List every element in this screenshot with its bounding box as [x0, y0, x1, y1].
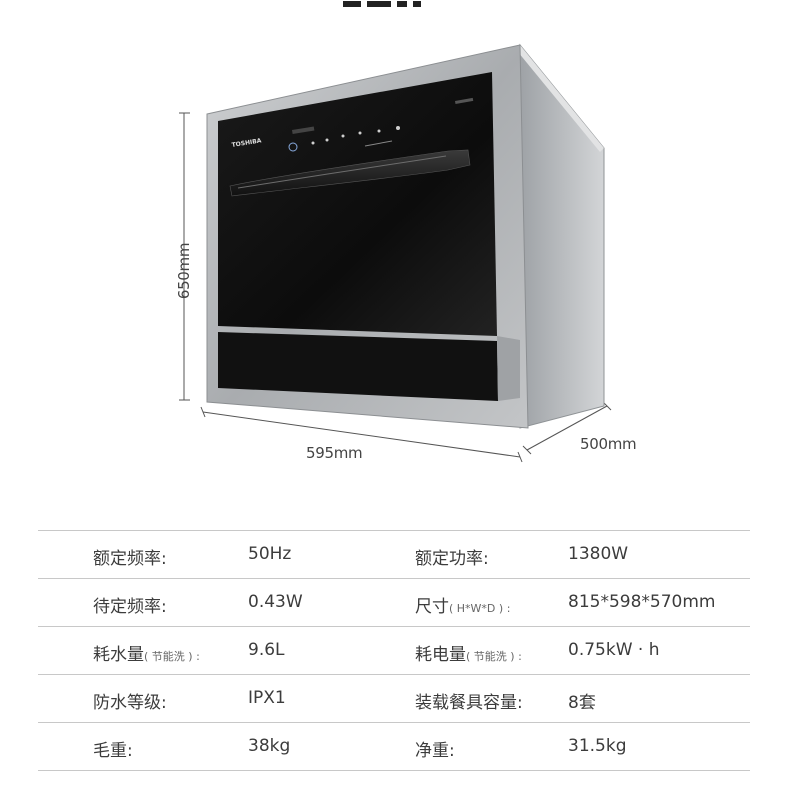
power-button-icon [288, 142, 298, 152]
model-label-icon [455, 97, 474, 104]
spec-row-consumption: 耗水量( 节能洗 ) : 9.6L 耗电量( 节能洗 ) : 0.75kW · … [38, 627, 750, 675]
spec-value: 1380W [568, 544, 629, 564]
spec-label-note: ( H*W*D ) : [449, 602, 511, 615]
spec-label: 待定频率: [93, 597, 167, 617]
spec-row-weight: 毛重: 38kg 净重: 31.5kg [38, 723, 750, 771]
spec-label-group: 尺寸( H*W*D ) : [415, 592, 510, 617]
depth-label: 500mm [580, 435, 637, 453]
indicator-dot-5 [377, 129, 381, 133]
control-underline [364, 140, 393, 147]
indicator-dot-2 [325, 138, 329, 142]
spec-label: 毛重: [93, 741, 133, 761]
width-dimension-line [200, 406, 523, 463]
spec-value: 9.6L [248, 640, 285, 660]
door-glass-lower [218, 332, 498, 401]
indicator-dot-4 [358, 131, 362, 135]
dishwasher-illustration: TOSHIBA [179, 43, 612, 463]
spec-value: 50Hz [248, 544, 292, 564]
height-label: 650mm [175, 242, 194, 300]
spec-row-standby: 待定频率: 0.43W 尺寸( H*W*D ) : 815*598*570mm [38, 579, 750, 627]
spec-row-frequency: 额定频率: 50Hz 额定功率: 1380W [38, 531, 750, 579]
indicator-dot-1 [311, 141, 315, 145]
spec-label: 尺寸 [415, 597, 449, 617]
spec-label: 额定功率: [415, 549, 489, 569]
cropped-heading-fragment [343, 0, 463, 7]
door-handle [229, 149, 471, 197]
brand-logo: TOSHIBA [231, 137, 262, 149]
spec-value: 38kg [248, 736, 291, 756]
spec-table: 额定频率: 50Hz 额定功率: 1380W 待定频率: 0.43W 尺寸( H… [38, 530, 750, 771]
spec-value: 815*598*570mm [568, 592, 716, 612]
indicator-dot-6 [396, 126, 400, 130]
lower-panel-edge [497, 336, 520, 401]
spec-value: 0.75kW · h [568, 640, 660, 660]
indicator-dot-3 [341, 134, 345, 138]
height-dimension-line [179, 112, 190, 401]
control-panel: TOSHIBA [231, 97, 474, 152]
spec-label-group: 耗电量( 节能洗 ) : [415, 640, 522, 665]
spec-label: 装载餐具容量: [415, 693, 523, 713]
spec-value: 31.5kg [568, 736, 627, 756]
spec-value: 0.43W [248, 592, 303, 612]
spec-label-note: ( 节能洗 ) : [144, 650, 200, 663]
display-icon [292, 126, 315, 134]
spec-label-note: ( 节能洗 ) : [466, 650, 522, 663]
spec-row-waterproof: 防水等级: IPX1 装载餐具容量: 8套 [38, 675, 750, 723]
spec-label: 耗电量 [415, 645, 466, 665]
product-figure: TOSHIBA 650mm 595mm 500mm [175, 0, 637, 463]
door-glass-upper [218, 72, 497, 336]
width-label: 595mm [306, 444, 363, 462]
spec-label: 额定频率: [93, 549, 167, 569]
housing-top-edge [518, 45, 604, 152]
spec-value: 8套 [568, 693, 596, 713]
spec-value: IPX1 [248, 688, 286, 708]
spec-label: 防水等级: [93, 693, 167, 713]
spec-label-group: 耗水量( 节能洗 ) : [93, 640, 200, 665]
spec-label: 耗水量 [93, 645, 144, 665]
spec-label: 净重: [415, 741, 455, 761]
